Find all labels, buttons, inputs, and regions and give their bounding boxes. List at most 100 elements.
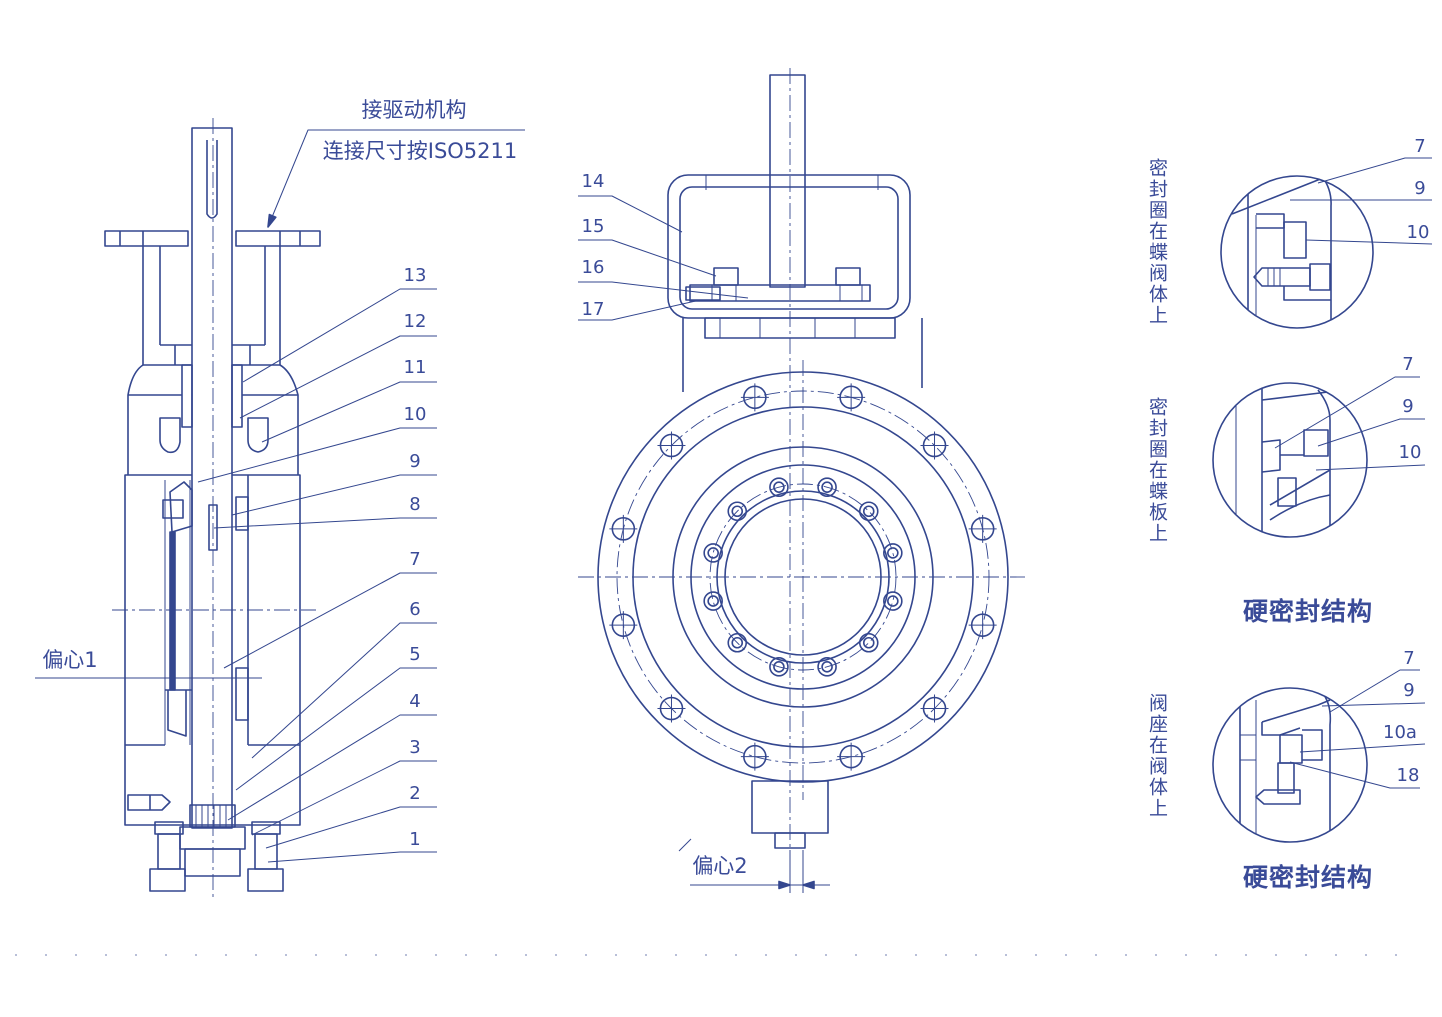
bottom-bolt-right — [254, 833, 278, 870]
leader-11 — [261, 381, 437, 443]
detail-1-circle — [1220, 175, 1374, 329]
bracket-bolt-right — [835, 267, 861, 286]
callout-number: 4 — [409, 691, 420, 712]
actuator-bracket-outer — [667, 174, 911, 319]
inner-bolt-hole — [769, 477, 789, 497]
upper-key — [235, 496, 249, 531]
bottom-cover — [179, 826, 246, 850]
eccentric-1-line — [35, 668, 262, 690]
hole-crosshair — [740, 742, 769, 771]
bracket-ticks — [705, 175, 879, 190]
inner-bolt-hole — [858, 632, 879, 653]
hole-crosshair — [609, 514, 638, 543]
callout-number: 9 — [1414, 178, 1425, 199]
callout-number: 6 — [409, 599, 420, 620]
bolt — [1277, 477, 1297, 507]
leader-8 — [213, 517, 437, 529]
left-view-text: 接驱动机构 连接尺寸按ISO5211 偏心1 13 12 11 10 9 8 7… — [42, 98, 517, 850]
callout-number: 1 — [409, 829, 420, 850]
retainer-step — [1256, 213, 1285, 229]
inner-bolt-hole — [883, 591, 903, 611]
inner-bolt-hole — [817, 657, 837, 677]
inner-bolt-hole-core — [707, 595, 719, 607]
detail-2-circle — [1212, 382, 1368, 538]
disc-edge — [1261, 391, 1329, 401]
detail-3-text: 阀座在阀体上 7 9 10a 18 硬密封结构 — [1146, 648, 1419, 892]
inner-bolt-hole-core — [862, 636, 875, 649]
bottom-nut-right — [247, 868, 284, 892]
leader-12 — [239, 335, 437, 419]
inner-bolt-hole — [883, 543, 903, 563]
upper-body — [127, 364, 299, 475]
stem-bottom-bearing — [189, 804, 236, 828]
detail-title: 硬密封结构 — [1243, 863, 1373, 892]
leader-7 — [223, 572, 437, 669]
leader-7 — [1317, 157, 1432, 184]
hole-crosshair — [920, 694, 949, 723]
callout-number: 5 — [409, 644, 420, 665]
bracket-neck — [142, 246, 281, 365]
callout-number: 10 — [1407, 222, 1430, 243]
leader-7 — [1274, 376, 1420, 449]
detail-3-leaders — [1289, 669, 1426, 789]
detail-1-leaders — [1290, 157, 1433, 245]
callout-number: 7 — [1414, 136, 1425, 157]
actuator-label: 接驱动机构 — [362, 98, 467, 122]
leader-9 — [1317, 418, 1425, 447]
leader-9 — [231, 474, 437, 516]
inner-bolt-hole-core — [887, 547, 899, 559]
callout-number: 3 — [409, 737, 420, 758]
retainer — [1303, 429, 1329, 457]
hole-crosshair — [968, 611, 997, 640]
leader-5 — [235, 667, 437, 791]
bolt-17 — [685, 286, 721, 301]
detail-2-text: 密封圈在蝶板上 7 9 10 硬密封结构 — [1146, 354, 1421, 626]
inner-bolt-hole — [703, 543, 723, 563]
callout-number: 18 — [1397, 765, 1420, 786]
callout-number: 9 — [409, 451, 420, 472]
bolt-head — [1309, 263, 1331, 291]
left-section-view — [35, 118, 525, 898]
callout-number: 9 — [1403, 680, 1414, 701]
callout-number: 8 — [409, 494, 420, 515]
leader-2 — [265, 806, 437, 849]
drain-plug — [127, 794, 171, 811]
detail-3-circle — [1212, 687, 1368, 843]
detail-2-content — [1235, 383, 1331, 537]
leader-16 — [578, 281, 749, 299]
inner-bolt-hole — [858, 501, 879, 522]
seat-10a — [1279, 734, 1303, 764]
bottom-nut-left — [149, 868, 186, 892]
bottom-cover-lower — [184, 848, 241, 877]
seat-step — [1261, 722, 1301, 736]
detail-2-leaders — [1274, 376, 1426, 471]
top-mounting-flange — [104, 230, 321, 247]
gland — [143, 344, 280, 366]
leader-1 — [267, 851, 437, 863]
eccentric-2-arrow-right — [802, 880, 815, 890]
inner-bolt-hole — [727, 632, 748, 653]
detail-1: 密封圈在蝶阀体上 7 9 10 — [1146, 136, 1433, 329]
eccentric-2-arrow-left — [778, 880, 791, 890]
packing-right — [231, 364, 243, 428]
eccentric-2-extension — [789, 850, 804, 893]
callout-number: 17 — [582, 299, 605, 320]
callout-number: 13 — [404, 265, 427, 286]
actuator-leader-arrow — [267, 213, 277, 228]
lower-key — [235, 667, 249, 721]
detail-caption: 密封圈在蝶板上 — [1146, 397, 1168, 544]
callout-number: 7 — [1402, 354, 1413, 375]
leader-18 — [1289, 761, 1420, 789]
detail-1-text: 密封圈在蝶阀体上 7 9 10 — [1146, 136, 1429, 326]
adapter-flange-ticks — [719, 318, 856, 338]
seat-retainer — [1302, 729, 1323, 761]
leader-10 — [1315, 464, 1426, 471]
detail-2: 密封圈在蝶板上 7 9 10 硬密封结构 — [1146, 354, 1426, 626]
bottom-bolt-left-head — [154, 821, 184, 835]
seal-ring — [1261, 439, 1281, 473]
callout-number: 10 — [1399, 442, 1422, 463]
seal-ring-bolt — [162, 499, 184, 519]
detail-title: 硬密封结构 — [1243, 597, 1373, 626]
inner-bolt-hole-core — [821, 661, 833, 673]
